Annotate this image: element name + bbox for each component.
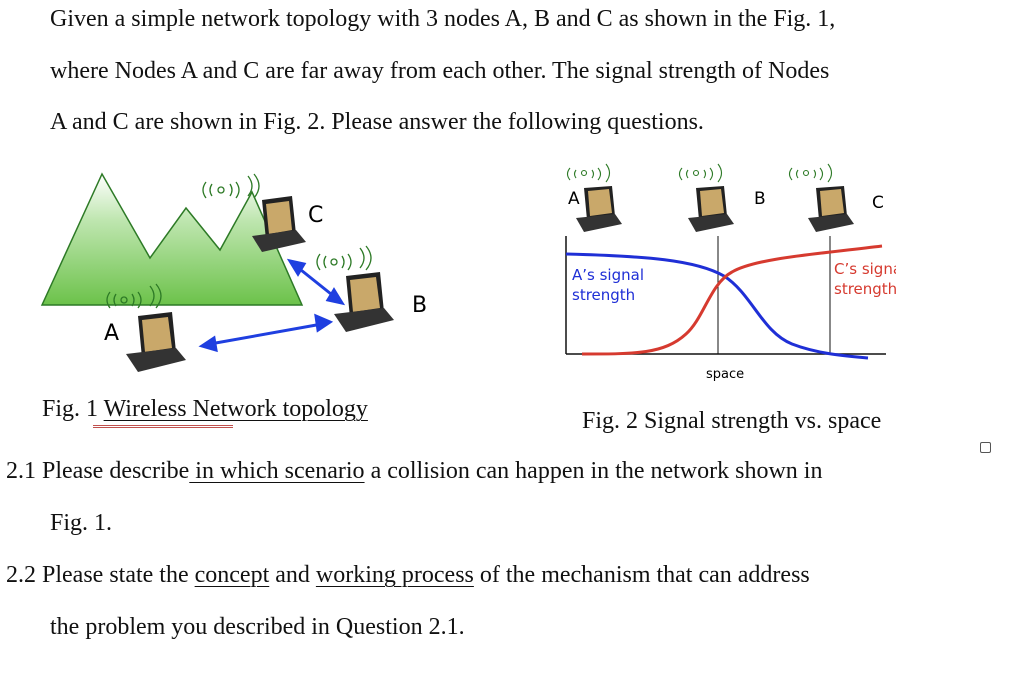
- fig1-caption-text: Wireless Network topology: [103, 396, 368, 422]
- fig2-node-b-label: B: [754, 189, 766, 209]
- fig1-caption-underline: [93, 425, 233, 428]
- fig2-signal-diagram: A B C A’s signal strength C’s signal str…: [565, 163, 896, 382]
- question-2-2-cont: the problem you described in Question 2.…: [50, 614, 465, 640]
- intro-line-2: where Nodes A and C are far away from ea…: [50, 58, 830, 84]
- laptop-c-icon: [252, 196, 306, 252]
- intro-line-3: A and C are shown in Fig. 2. Please answ…: [50, 109, 704, 135]
- laptop-c-icon: [808, 186, 854, 232]
- fig2-c-label-line1: C’s signal: [834, 260, 896, 278]
- question-2-2: 2.2 Please state the concept and working…: [6, 562, 810, 589]
- fig2-caption: Fig. 2 Signal strength vs. space: [582, 408, 882, 434]
- q1-suffix: a collision can happen in the network sh…: [364, 458, 823, 484]
- signal-wave-icon: [566, 163, 833, 183]
- fig2-c-signal-curve: [581, 244, 883, 356]
- q2-prefix: 2.2 Please state the: [6, 562, 195, 588]
- q2-working-process: working process: [315, 562, 474, 588]
- q2-concept: concept: [194, 562, 270, 588]
- signal-wave-icon: [202, 173, 260, 199]
- laptop-a-icon: [576, 186, 622, 232]
- q1-prefix: 2.1 Please describe: [6, 458, 190, 484]
- intro-line-1: Given a simple network topology with 3 n…: [50, 6, 836, 32]
- q2-suffix: of the mechanism that can address: [473, 562, 810, 588]
- question-2-1: 2.1 Please describe in which scenario a …: [6, 458, 822, 485]
- signal-wave-icon: [106, 283, 162, 309]
- fig2-a-label-line2: strength: [572, 286, 635, 304]
- signal-wave-icon: [316, 245, 372, 271]
- mountain-icon: [40, 172, 304, 306]
- link-arrow-c-b: [286, 258, 346, 306]
- fig1-node-b-label: B: [412, 293, 427, 318]
- laptop-b-icon: [334, 272, 394, 332]
- fig1-node-c-label: C: [308, 203, 323, 228]
- q2-mid: and: [269, 562, 316, 588]
- q1-underlined: in which scenario: [189, 458, 365, 484]
- fig1-caption-number: Fig. 1: [42, 396, 99, 422]
- fig2-node-c-label: C: [872, 193, 884, 213]
- link-arrow-a-b: [198, 313, 334, 353]
- fig2-node-a-label: A: [568, 189, 580, 209]
- fig2-c-label-line2: strength: [834, 280, 896, 298]
- fig2-a-signal-curve: [565, 252, 869, 360]
- fig1-topology-diagram: C B A: [40, 172, 427, 372]
- checkbox-icon[interactable]: [980, 442, 991, 453]
- fig2-a-label-line1: A’s signal: [572, 266, 644, 284]
- fig1-caption: Fig. 1 Wireless Network topology: [42, 396, 368, 423]
- laptop-b-icon: [688, 186, 734, 232]
- laptop-a-icon: [126, 312, 186, 372]
- question-2-1-cont: Fig. 1.: [50, 510, 113, 536]
- fig2-x-label: space: [706, 367, 744, 382]
- fig1-node-a-label: A: [104, 321, 119, 346]
